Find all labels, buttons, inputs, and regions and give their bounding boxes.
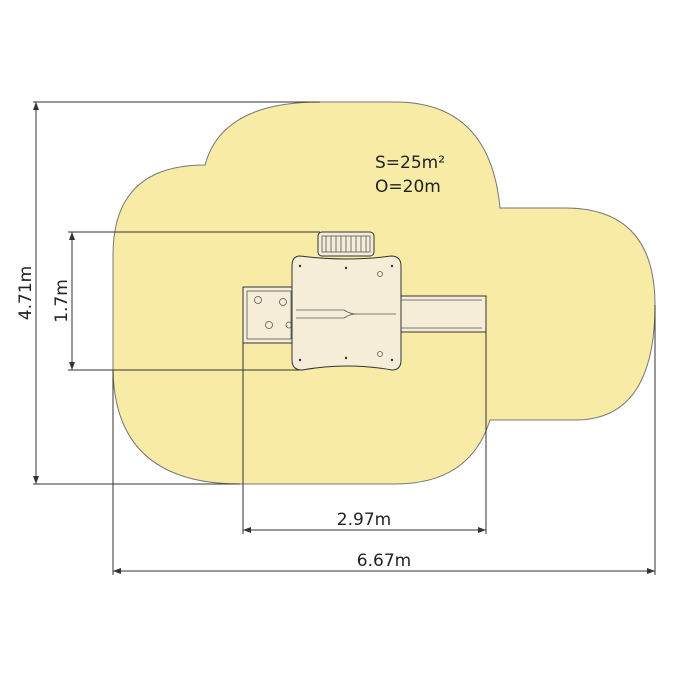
surface-perimeter-label: O=20m [375, 177, 441, 197]
surface-area-label: S=25m² [375, 153, 445, 173]
dimension-slide-width: 2.97m [242, 332, 487, 534]
ladder [317, 231, 375, 257]
total-depth-label: 4.71m [16, 266, 36, 320]
total-width-label: 6.67m [357, 551, 411, 571]
platform-depth-label: 1.7m [52, 279, 72, 323]
climbing-wall [242, 286, 296, 344]
dimension-platform-depth: 1.7m [52, 231, 320, 371]
slide [397, 295, 487, 333]
climbing-hold [265, 321, 273, 329]
dimension-total-width: 6.67m [112, 305, 656, 575]
climbing-hold [279, 298, 287, 306]
dimension-total-depth: 4.71m [16, 101, 320, 485]
slide-width-label: 2.97m [337, 510, 391, 530]
platform [291, 255, 402, 371]
climbing-hold [254, 296, 262, 304]
